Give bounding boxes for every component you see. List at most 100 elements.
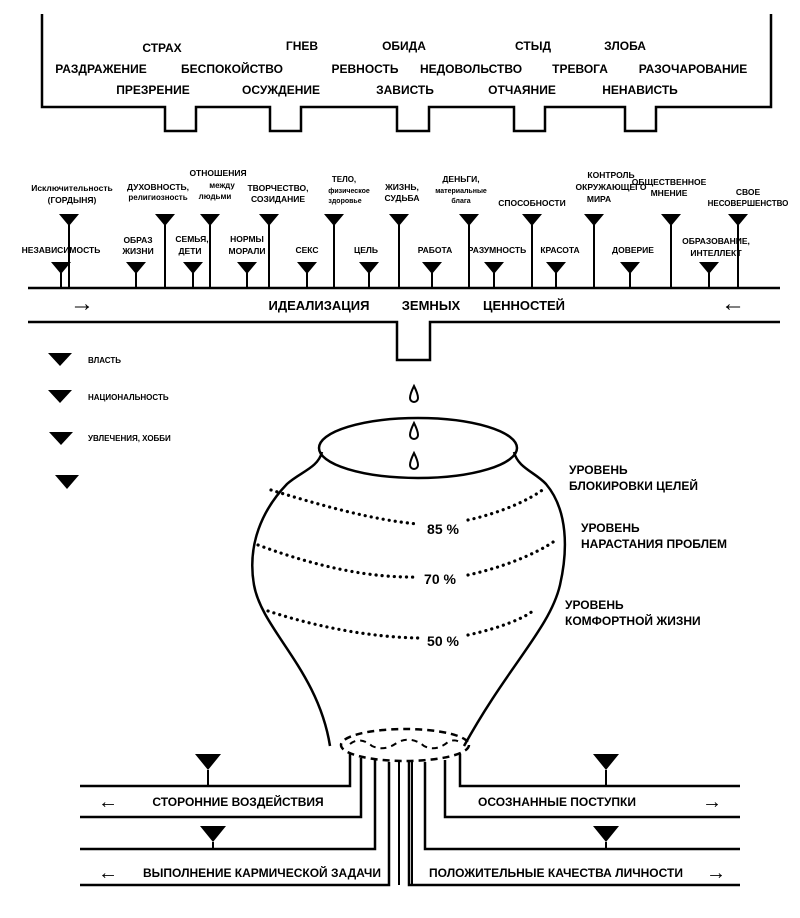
- value-funnel: [728, 214, 748, 288]
- values-top-labels: Исключительность (ГОРДЫНЯ) ДУХОВНОСТЬ, р…: [31, 168, 788, 208]
- value-label: СОЗИДАНИЕ: [251, 194, 305, 204]
- values-bottom-funnels: [51, 262, 719, 288]
- drops: [408, 383, 420, 470]
- level-50-line: [266, 609, 420, 640]
- value-funnel: [459, 214, 479, 288]
- value-funnel: [546, 262, 566, 288]
- outlet-labels: ← СТОРОННИЕ ВОЗДЕЙСТВИЯ ← ВЫПОЛНЕНИЕ КАР…: [98, 791, 726, 884]
- level-percent: 70 %: [424, 571, 456, 587]
- level-70-line: [466, 538, 558, 577]
- level-label: БЛОКИРОВКИ ЦЕЛЕЙ: [569, 478, 698, 493]
- value-label: ЖИЗНИ: [121, 246, 153, 256]
- emotions-row-2: РАЗДРАЖЕНИЕ БЕСПОКОЙСТВО РЕВНОСТЬ НЕДОВО…: [55, 61, 747, 76]
- value-label: КРАСОТА: [540, 245, 579, 255]
- funnel-icon: [200, 826, 226, 842]
- value-label: СУДЬБА: [385, 193, 420, 203]
- funnel-icon: [49, 432, 73, 445]
- value-funnel: [584, 214, 604, 288]
- value-funnel: [126, 262, 146, 288]
- values-pipe: [28, 286, 780, 362]
- emotion-label: ОТЧАЯНИЕ: [488, 83, 556, 97]
- value-label: блага: [451, 197, 470, 205]
- idealization-word: ИДЕАЛИЗАЦИЯ: [268, 298, 369, 313]
- emotion-label: ЗЛОБА: [604, 39, 646, 53]
- value-label: здоровье: [328, 198, 361, 205]
- emotion-label: РАЗОЧАРОВАНИЕ: [639, 62, 748, 76]
- right-arrow-icon: →: [706, 862, 726, 884]
- level-label: УРОВЕНЬ: [569, 463, 628, 477]
- emotion-label: РЕВНОСТЬ: [332, 62, 399, 76]
- level-percent: 85 %: [427, 521, 459, 537]
- level-percent: 50 %: [427, 633, 459, 649]
- value-label: людьми: [199, 192, 232, 201]
- value-label: СПОСОБНОСТИ: [498, 198, 566, 208]
- outlet-label: СТОРОННИЕ ВОЗДЕЙСТВИЯ: [152, 794, 323, 809]
- value-label: СЕКС: [295, 245, 318, 255]
- value-label: ТЕЛО,: [332, 175, 356, 184]
- emotion-label: СТРАХ: [142, 41, 181, 55]
- emotion-label: ПРЕЗРЕНИЕ: [116, 83, 189, 97]
- value-funnel: [620, 262, 640, 288]
- funnel-icon: [593, 826, 619, 842]
- level-label: НАРАСТАНИЯ ПРОБЛЕМ: [581, 537, 727, 551]
- value-label: СЕМЬЯ,: [175, 234, 208, 244]
- outlet-label: ОСОЗНАННЫЕ ПОСТУПКИ: [478, 795, 636, 809]
- value-label: между: [209, 181, 235, 190]
- value-funnel: [324, 214, 344, 288]
- funnel-icon: [593, 754, 619, 770]
- right-arrow-icon: →: [702, 791, 722, 813]
- funnel-icon: [48, 390, 72, 403]
- left-arrow-icon: ←: [721, 290, 745, 317]
- value-label: (ГОРДЫНЯ): [48, 195, 97, 205]
- level-85-line: [269, 488, 420, 526]
- value-label: ТВОРЧЕСТВО,: [247, 183, 308, 193]
- value-label: физическое: [328, 188, 370, 195]
- value-label: Исключительность: [31, 183, 113, 193]
- level-label: КОМФОРТНОЙ ЖИЗНИ: [565, 613, 701, 628]
- outlet-label: ВЫПОЛНЕНИЕ КАРМИЧЕСКОЙ ЗАДАЧИ: [143, 865, 381, 880]
- legend-label: УВЛЕЧЕНИЯ, ХОББИ: [88, 434, 171, 443]
- value-label: КОНТРОЛЬ: [587, 170, 634, 180]
- value-funnel: [699, 262, 719, 288]
- emotions-row-1: СТРАХ ГНЕВ ОБИДА СТЫД ЗЛОБА: [142, 39, 646, 55]
- level-50-line: [466, 608, 536, 637]
- right-arrow-icon: →: [70, 290, 94, 317]
- value-label: НЕЗАВИСИМОСТЬ: [22, 245, 101, 255]
- value-label: ДЕТИ: [178, 246, 201, 256]
- value-label: материальные: [435, 188, 487, 195]
- emotion-label: ЗАВИСТЬ: [376, 83, 434, 97]
- value-label: ИНТЕЛЛЕКТ: [690, 248, 742, 258]
- value-label: ЦЕЛЬ: [354, 245, 378, 255]
- value-label: РАЗУМНОСТЬ: [468, 245, 526, 255]
- value-funnel: [237, 262, 257, 288]
- emotion-label: ОСУЖДЕНИЕ: [242, 83, 320, 97]
- value-label: НОРМЫ: [230, 234, 264, 244]
- vessel: [251, 416, 567, 763]
- funnel-icon: [195, 754, 221, 770]
- level-label: УРОВЕНЬ: [581, 521, 640, 535]
- outlet-pipes: [80, 754, 740, 887]
- value-funnel: [200, 214, 220, 288]
- value-label: ОТНОШЕНИЯ: [189, 168, 246, 178]
- value-label: ОКРУЖАЮЩЕГО: [576, 182, 647, 192]
- value-funnel: [359, 262, 379, 288]
- emotion-label: РАЗДРАЖЕНИЕ: [55, 62, 146, 76]
- level-percents: 85 % 70 % 50 %: [424, 521, 459, 649]
- funnel-icon: [48, 353, 72, 366]
- drop-icon: [408, 383, 420, 403]
- value-funnel: [389, 214, 409, 288]
- emotion-label: ОБИДА: [382, 39, 426, 53]
- value-label: ДОВЕРИЕ: [612, 245, 654, 255]
- value-funnel: [51, 262, 71, 288]
- idealization-band: → ИДЕАЛИЗАЦИЯ ЗЕМНЫХ ЦЕННОСТЕЙ ←: [70, 290, 745, 317]
- value-label: СВОЕ: [736, 187, 761, 197]
- emotion-label: НЕНАВИСТЬ: [602, 83, 678, 97]
- legend: ВЛАСТЬ НАЦИОНАЛЬНОСТЬ УВЛЕЧЕНИЯ, ХОББИ: [48, 353, 171, 489]
- value-funnel: [422, 262, 442, 288]
- emotions-row-3: ПРЕЗРЕНИЕ ОСУЖДЕНИЕ ЗАВИСТЬ ОТЧАЯНИЕ НЕН…: [116, 83, 678, 97]
- value-label: МИРА: [587, 194, 611, 204]
- value-label: ОБРАЗ: [123, 235, 152, 245]
- level-70-line: [256, 543, 420, 579]
- value-label: религиозность: [128, 193, 187, 202]
